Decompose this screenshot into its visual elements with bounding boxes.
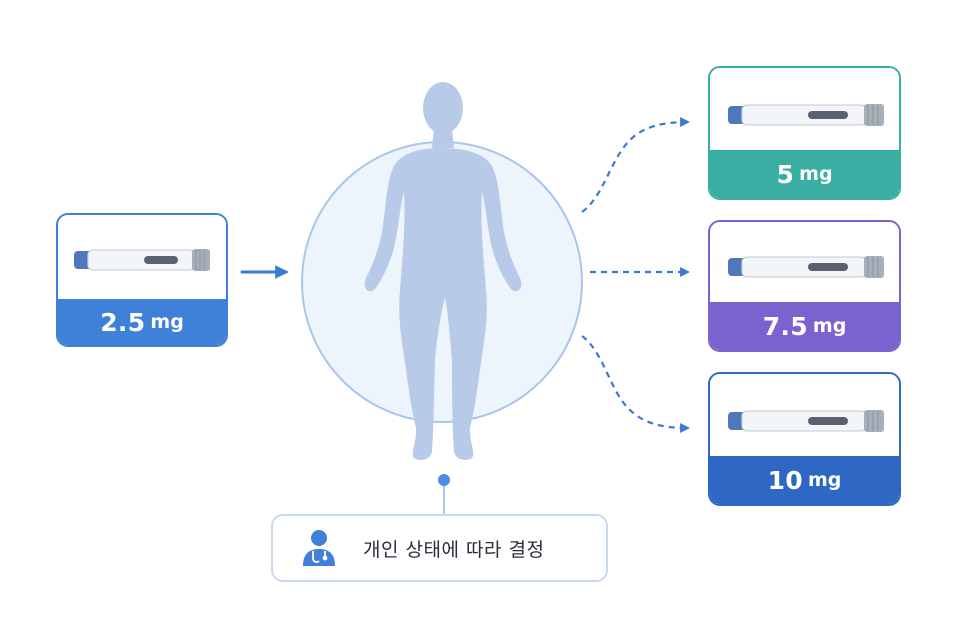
injection-pen-icon	[728, 104, 884, 126]
option-card-7-5mg: 7.5 mg	[708, 220, 901, 352]
doctor-icon	[303, 530, 335, 566]
dose-unit: mg	[150, 311, 184, 333]
injection-pen-icon	[728, 256, 884, 278]
caption-text: 개인 상태에 따라 결정	[363, 538, 545, 561]
option-dose-label: 10 mg	[710, 456, 899, 504]
option-dose-label: 7.5 mg	[710, 302, 899, 350]
dose-unit: mg	[812, 315, 847, 337]
arrow-to-5mg	[581, 117, 690, 213]
dose-value: 5	[776, 159, 795, 189]
injection-pen-icon	[728, 410, 884, 432]
dose-value: 2.5	[100, 307, 146, 337]
dose-value: 7.5	[762, 311, 808, 341]
pen-area	[58, 215, 226, 303]
dose-unit: mg	[799, 163, 833, 185]
pen-area	[710, 222, 899, 306]
caption-dot	[438, 474, 450, 486]
arrow-to-10mg	[581, 335, 690, 433]
pen-area	[710, 374, 899, 460]
dose-value: 10	[767, 465, 803, 495]
option-dose-label: 5 mg	[710, 150, 899, 198]
dose-unit: mg	[807, 469, 842, 491]
option-card-5mg: 5 mg	[708, 66, 901, 200]
option-card-10mg: 10 mg	[708, 372, 901, 506]
decision-caption: 개인 상태에 따라 결정	[271, 514, 608, 582]
start-dose-label: 2.5 mg	[58, 299, 226, 345]
pen-area	[710, 68, 899, 154]
start-dose-card: 2.5 mg	[56, 213, 228, 347]
human-body-icon	[364, 82, 522, 460]
injection-pen-icon	[74, 249, 210, 271]
